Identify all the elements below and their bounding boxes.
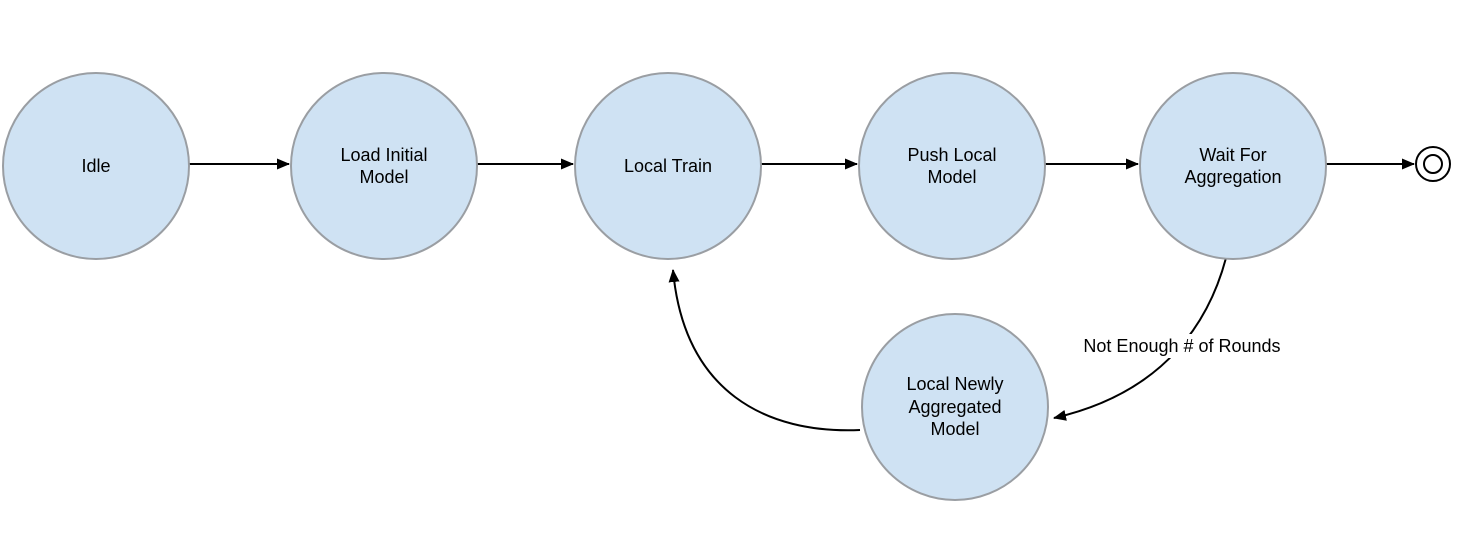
state-load-initial-model [290, 72, 478, 260]
state-wait-for-aggregation [1139, 72, 1327, 260]
state-push-local-model [858, 72, 1046, 260]
final-state-inner-circle [1423, 154, 1443, 174]
state-idle [2, 72, 190, 260]
state-local-newly-aggregated-model [861, 313, 1049, 501]
state-local-train [574, 72, 762, 260]
edge-label-not-enough-rounds: Not Enough # of Rounds [1062, 334, 1302, 358]
edge-local-newly-aggregated-model-to-local-train [668, 269, 861, 432]
